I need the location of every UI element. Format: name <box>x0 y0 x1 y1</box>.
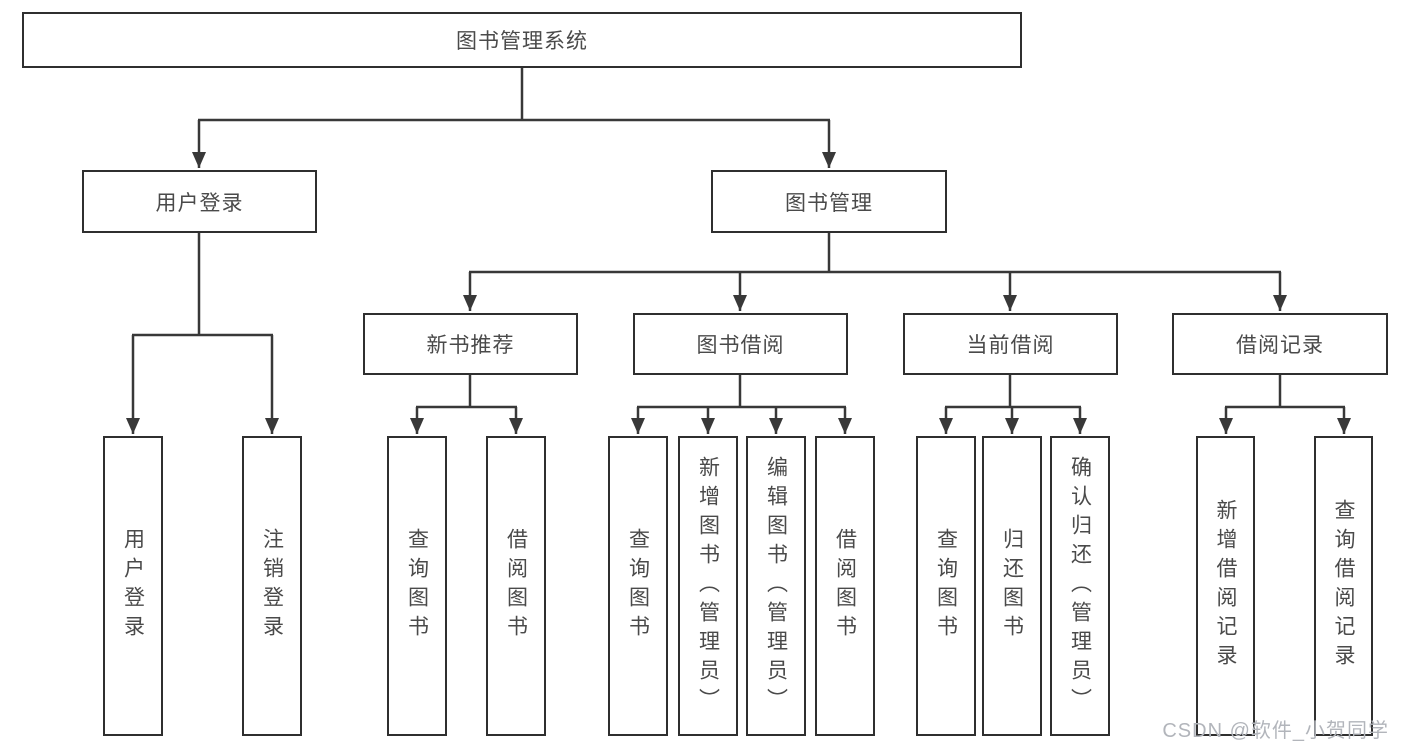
leaf-query-books-borrowing: 查询图书 <box>608 436 668 736</box>
node-book-borrowing: 图书借阅 <box>633 313 848 375</box>
leaf-user-login: 用户登录 <box>103 436 163 736</box>
node-user-login: 用户登录 <box>82 170 317 233</box>
leaf-query-books-recommend: 查询图书 <box>387 436 447 736</box>
leaf-borrow-books-borrowing: 借阅图书 <box>815 436 875 736</box>
leaf-return-books: 归还图书 <box>982 436 1042 736</box>
node-new-book-recommend: 新书推荐 <box>363 313 578 375</box>
leaf-query-borrow-record: 查询借阅记录 <box>1314 436 1373 736</box>
node-current-borrowing: 当前借阅 <box>903 313 1118 375</box>
leaf-borrow-books-recommend: 借阅图书 <box>486 436 546 736</box>
leaf-query-books-current: 查询图书 <box>916 436 976 736</box>
leaf-add-borrow-record: 新增借阅记录 <box>1196 436 1255 736</box>
node-root-library-system: 图书管理系统 <box>22 12 1022 68</box>
leaf-add-book-admin: 新增图书（管理员） <box>678 436 738 736</box>
node-book-management: 图书管理 <box>711 170 947 233</box>
csdn-watermark: CSDN @软件_小贺同学 <box>1162 720 1389 742</box>
leaf-edit-book-admin: 编辑图书（管理员） <box>746 436 806 736</box>
node-borrow-records: 借阅记录 <box>1172 313 1388 375</box>
leaf-logout: 注销登录 <box>242 436 302 736</box>
leaf-confirm-return-admin: 确认归还（管理员） <box>1050 436 1110 736</box>
